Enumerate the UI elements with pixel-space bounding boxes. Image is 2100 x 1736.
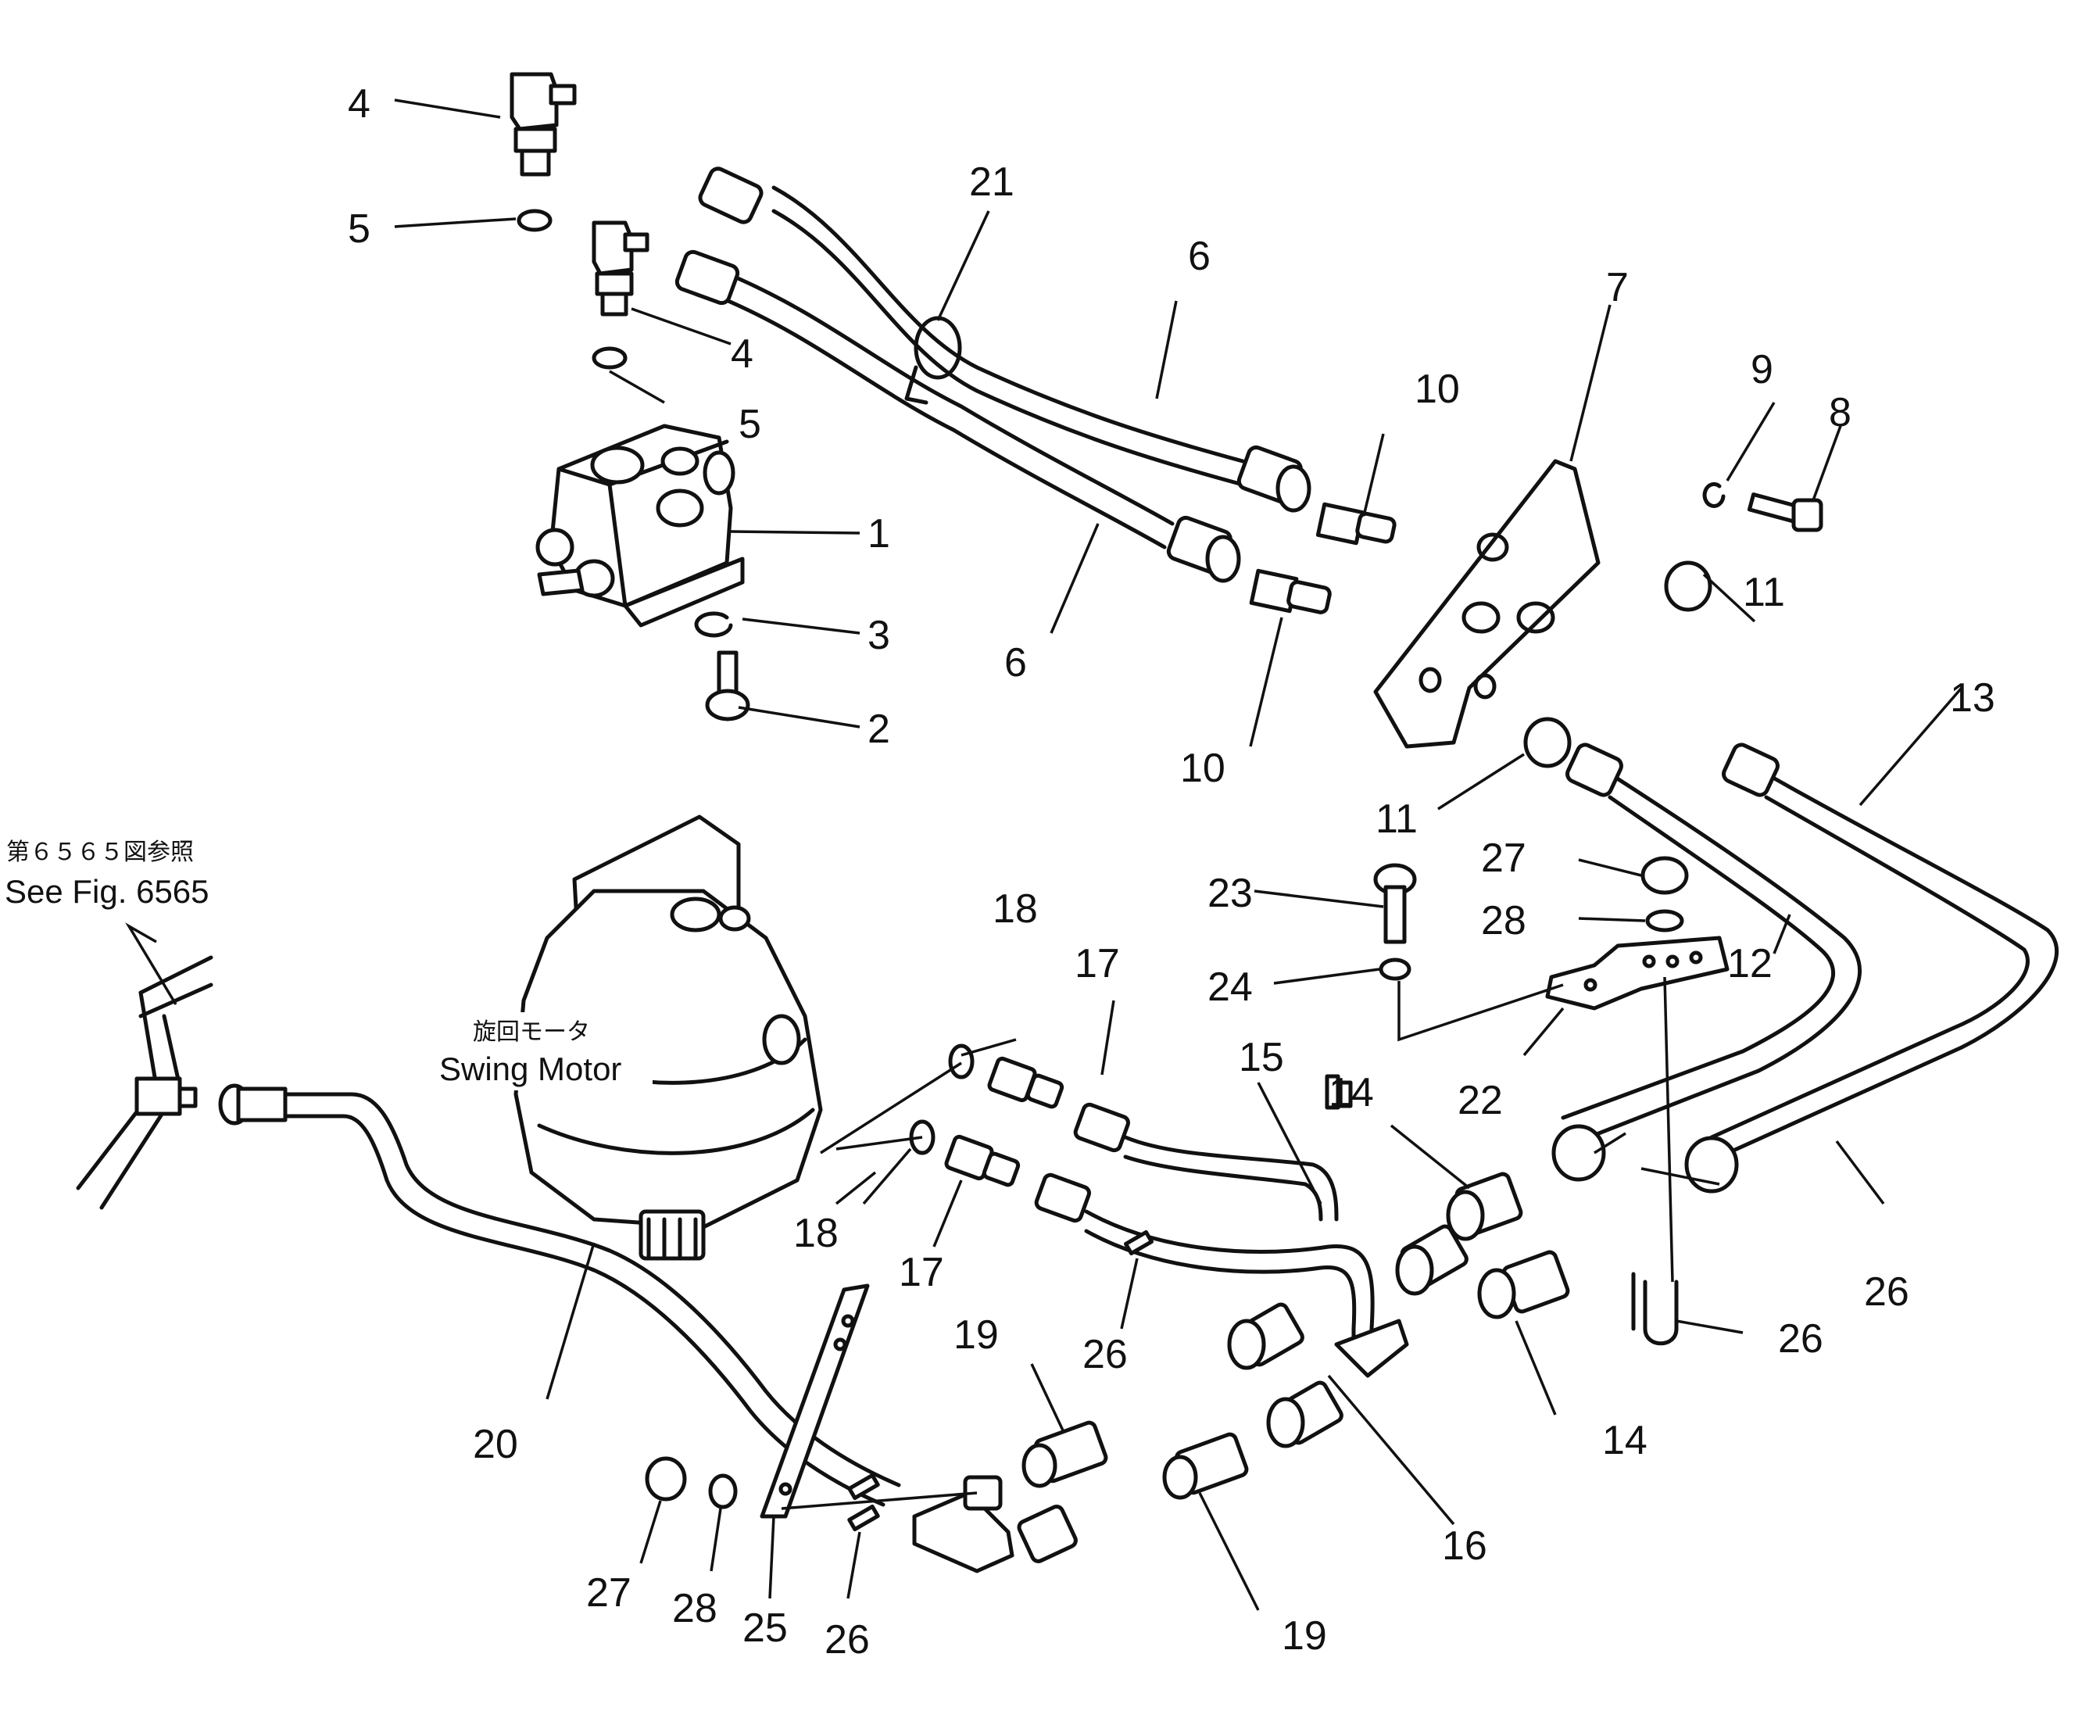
callout-15: 15	[1239, 1035, 1284, 1080]
callout-18-upper: 18	[993, 886, 1038, 932]
o-ring-upper	[517, 209, 553, 232]
callout-19-lower: 19	[1282, 1613, 1327, 1659]
callout-14-lower: 14	[1602, 1418, 1647, 1463]
pipe-clip	[1545, 936, 1730, 1011]
clamp-washer-lower	[708, 1473, 738, 1509]
clamp-nut-lower	[645, 1456, 687, 1502]
callout-24: 24	[1207, 965, 1253, 1010]
callout-26-bottom: 26	[825, 1617, 870, 1663]
callout-8: 8	[1829, 390, 1851, 435]
adapter-lower	[1249, 568, 1332, 614]
reference-note-jp: 第６５６５図参照	[6, 839, 194, 866]
callout-5-lower: 5	[739, 402, 761, 447]
bracket-bolt	[1747, 492, 1823, 532]
adapter-14-lower	[1477, 1250, 1570, 1319]
pipe-13	[1684, 743, 2059, 1194]
callout-23: 23	[1207, 871, 1253, 916]
callout-11-right: 11	[1743, 570, 1785, 615]
elbow-mid	[1124, 1230, 1154, 1256]
leader-lines	[125, 98, 1963, 1611]
clip-bolt	[1373, 863, 1417, 944]
callout-6-upper: 6	[1188, 234, 1211, 279]
callout-12: 12	[1727, 941, 1773, 986]
elbow-lower-left	[847, 1473, 880, 1532]
callout-16: 16	[1442, 1523, 1487, 1569]
callout-9: 9	[1751, 347, 1773, 392]
adapter-upper	[1315, 502, 1397, 546]
o-ring-18-lower	[909, 1119, 936, 1155]
tee-fitting	[1227, 1224, 1469, 1448]
callout-26-right-lower: 26	[1778, 1316, 1823, 1362]
callout-13: 13	[1950, 675, 1995, 721]
spring-washer	[694, 611, 733, 638]
adapter-19-upper	[1021, 1420, 1108, 1488]
clip-nut-upper	[1640, 856, 1689, 895]
callout-11-left: 11	[1376, 796, 1418, 842]
pressure-switch-lower	[592, 220, 649, 317]
bracket-plate	[1373, 459, 1601, 749]
callout-19-upper: 19	[953, 1312, 999, 1358]
pipe-15	[1034, 1102, 1375, 1355]
elbow-right-lower	[1631, 1272, 1679, 1346]
motor-label-jp: 旋回モータ	[473, 1018, 590, 1046]
swing-motor	[434, 814, 823, 1261]
nut-right	[1664, 560, 1712, 612]
callout-20: 20	[473, 1422, 518, 1467]
callout-26-right-upper: 26	[1864, 1269, 1909, 1315]
callout-27-upper: 27	[1481, 836, 1526, 881]
callout-17-upper: 17	[1075, 941, 1120, 986]
callout-2: 2	[868, 707, 890, 752]
bracket-washer	[1702, 481, 1726, 508]
nut-left	[1523, 717, 1572, 768]
motor-label-background	[434, 1012, 653, 1090]
external-pipe	[76, 955, 213, 1210]
clamp-strip	[760, 1283, 870, 1519]
motor-label: Swing Motor	[439, 1051, 621, 1087]
valve-bolt	[705, 650, 750, 721]
callout-14-upper: 14	[1329, 1070, 1374, 1115]
elbow-right-upper	[1325, 1074, 1353, 1110]
pressure-switch-upper	[510, 72, 577, 177]
hose-upper	[698, 166, 1311, 513]
clip-washer	[1379, 957, 1411, 981]
callout-26-mid: 26	[1082, 1332, 1128, 1377]
callout-3: 3	[868, 613, 890, 658]
adapter-14-upper	[1446, 1172, 1523, 1241]
callout-1: 1	[868, 511, 890, 557]
callout-4-upper: 4	[348, 81, 370, 127]
callout-4-lower: 4	[731, 331, 753, 377]
adapter-17-upper	[987, 1056, 1064, 1109]
callout-25: 25	[742, 1605, 788, 1651]
callout-10-upper: 10	[1415, 367, 1460, 412]
callout-5-upper: 5	[348, 206, 370, 252]
valve-block	[535, 424, 745, 628]
callout-10-lower: 10	[1180, 746, 1225, 791]
callout-22: 22	[1458, 1078, 1503, 1123]
callout-28-upper: 28	[1481, 898, 1526, 943]
callout-7: 7	[1606, 265, 1629, 310]
adapter-17-lower	[944, 1134, 1021, 1187]
callout-17-lower: 17	[899, 1250, 944, 1295]
adapter-19-lower	[1162, 1432, 1249, 1500]
o-ring-18-upper	[948, 1043, 975, 1079]
reference-note: See Fig. 6565	[5, 873, 209, 910]
callout-28-lower: 28	[672, 1586, 717, 1631]
hose-lower	[674, 249, 1241, 583]
callout-18-lower: 18	[793, 1211, 839, 1256]
callout-6-lower: 6	[1004, 640, 1027, 685]
pipe-12	[1551, 743, 1862, 1182]
callout-27-lower: 27	[586, 1570, 631, 1616]
callout-21: 21	[969, 159, 1014, 205]
clip-washer-upper	[1645, 909, 1684, 932]
o-ring-lower	[592, 346, 628, 370]
